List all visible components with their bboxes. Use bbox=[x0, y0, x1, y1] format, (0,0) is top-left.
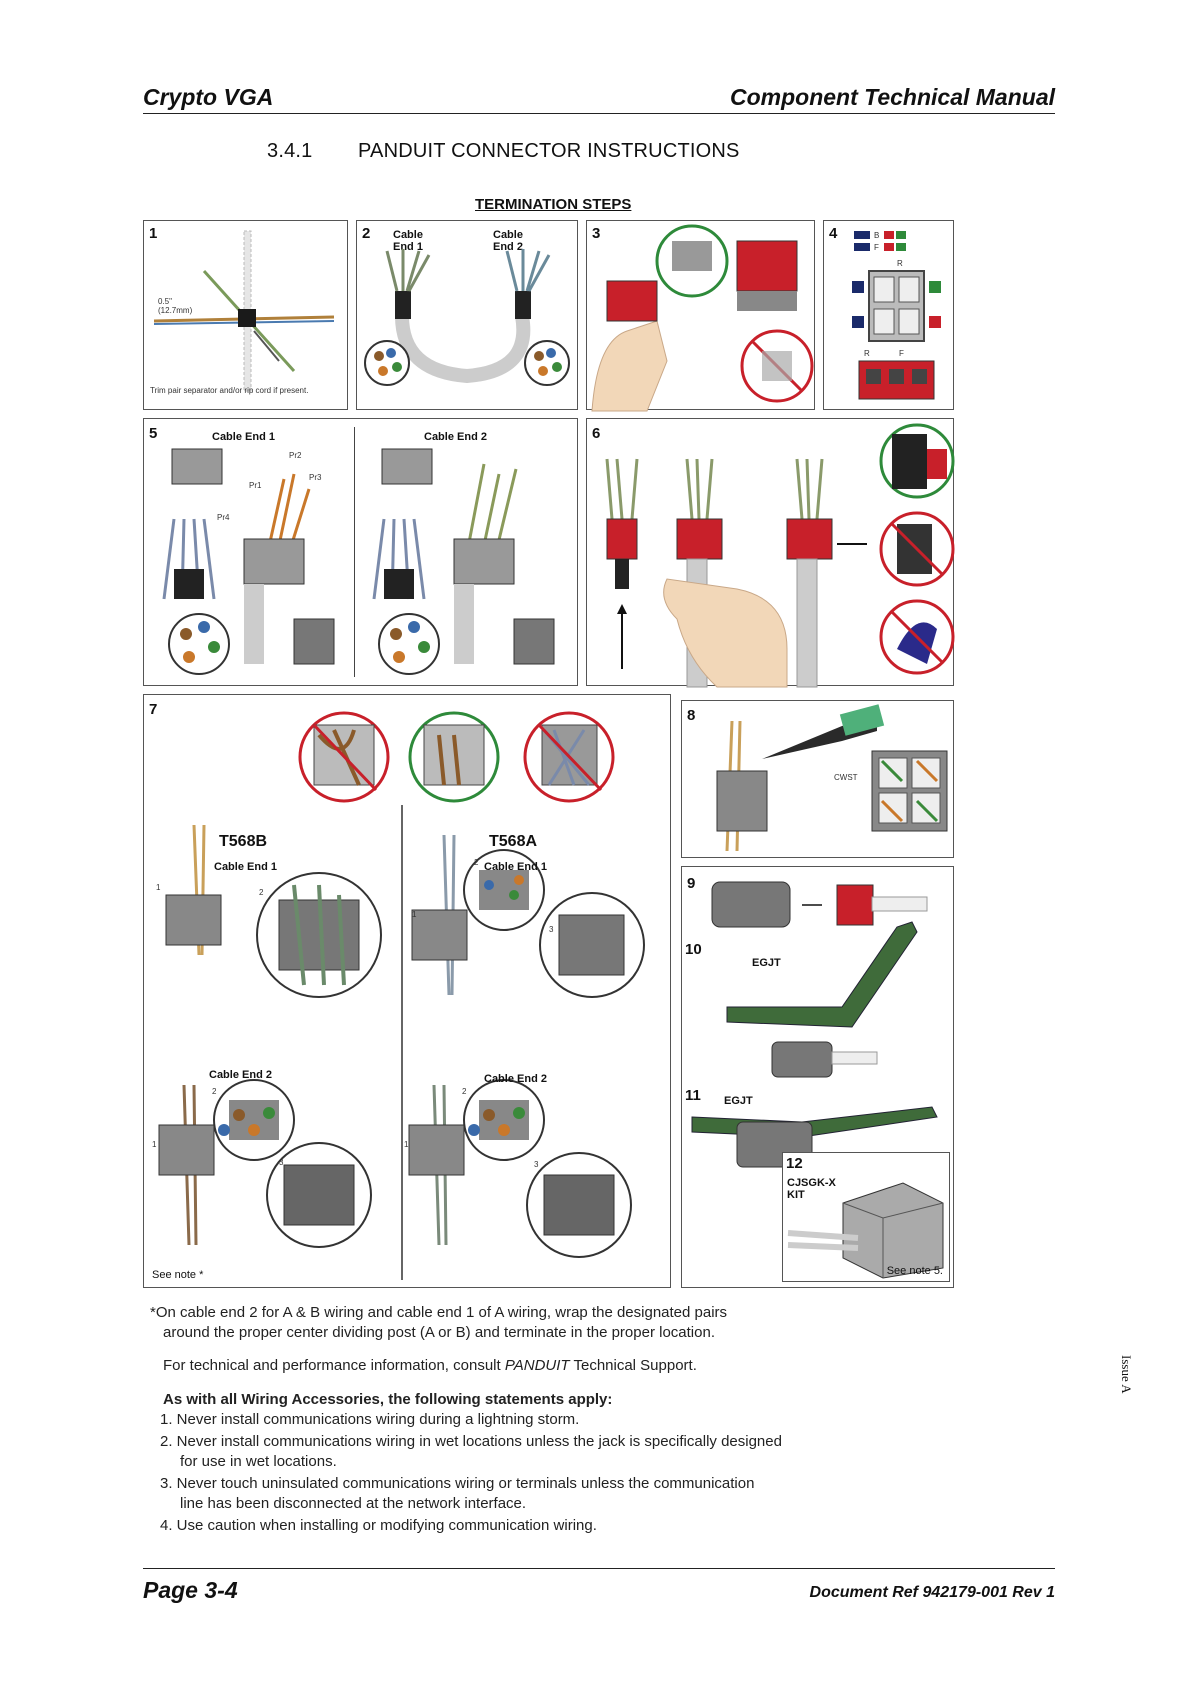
pair-label-pr1: Pr1 bbox=[249, 481, 262, 490]
step-number: 1 bbox=[149, 225, 158, 242]
statements-heading: As with all Wiring Accessories, the foll… bbox=[163, 1391, 613, 1408]
tech-support-suffix: Technical Support. bbox=[569, 1357, 697, 1374]
step-panel-9-12: 9 10 11 EGJT EGJT 12 CJSGK-X KIT See not… bbox=[681, 866, 954, 1288]
step-panel-5: 5 Cable End 1 Cable End 2 Pr2 Pr3 Pr1 Pr… bbox=[143, 418, 578, 686]
step-panel-12: 12 CJSGK-X KIT See note 5. bbox=[782, 1152, 950, 1282]
cable-end-2-label: Cable End 2 bbox=[424, 431, 487, 443]
figure-title: TERMINATION STEPS bbox=[475, 196, 632, 213]
statement-1: 1. Never install communications wiring d… bbox=[160, 1411, 580, 1428]
section-title: PANDUIT CONNECTOR INSTRUCTIONS bbox=[358, 140, 740, 162]
statement-3: 3. Never touch uninsulated communication… bbox=[160, 1475, 755, 1492]
step-panel-2: 2 Cable End 1 Cable End 2 bbox=[356, 220, 578, 410]
cwst-tool-label: CWST bbox=[834, 773, 858, 782]
step-number-10: 10 bbox=[685, 941, 702, 958]
pair-label-pr4: Pr4 bbox=[217, 513, 230, 522]
tech-support-brand: PANDUIT bbox=[504, 1357, 570, 1374]
step-number-11: 11 bbox=[685, 1087, 701, 1104]
statement-4: 4. Use caution when installing or modify… bbox=[160, 1517, 597, 1534]
label-f-bottom: F bbox=[899, 349, 904, 358]
pair-label-pr2: Pr2 bbox=[289, 451, 302, 460]
footer-document-ref: Document Ref 942179-001 Rev 1 bbox=[809, 1584, 1055, 1601]
label-b: B bbox=[874, 231, 880, 240]
b-cable-end-1-label: Cable End 1 bbox=[214, 861, 277, 873]
b2-step-2: 2 bbox=[212, 1087, 217, 1096]
statement-3-cont: line has been disconnected at the networ… bbox=[180, 1495, 527, 1512]
step-number: 3 bbox=[592, 225, 601, 242]
see-note-label: See note * bbox=[152, 1269, 204, 1281]
b-cable-end-2-label: Cable End 2 bbox=[209, 1069, 272, 1081]
step-number: 6 bbox=[592, 425, 601, 442]
egjt-tool-label-11: EGJT bbox=[724, 1095, 753, 1107]
step-number-9: 9 bbox=[687, 875, 696, 892]
trim-caption: Trim pair separator and/or rip cord if p… bbox=[150, 386, 309, 395]
step-number: 2 bbox=[362, 225, 371, 242]
step-panel-3: 3 bbox=[586, 220, 815, 412]
a1-step-2: 2 bbox=[474, 858, 479, 867]
tech-support-prefix: For technical and performance informatio… bbox=[163, 1357, 505, 1374]
tech-support-note: For technical and performance informatio… bbox=[163, 1356, 697, 1376]
a-cable-end-2-label: Cable End 2 bbox=[484, 1073, 547, 1085]
trim-wires-illustration bbox=[716, 704, 948, 852]
star-note-line-1: *On cable end 2 for A & B wiring and cab… bbox=[150, 1304, 728, 1321]
step-number: 5 bbox=[149, 425, 158, 442]
cable-end-1-label: Cable End 1 bbox=[212, 431, 275, 443]
trim-dimension: 0.5" (12.7mm) bbox=[158, 297, 193, 315]
label-r-bottom: R bbox=[864, 349, 870, 358]
a2-step-2: 2 bbox=[462, 1087, 467, 1096]
header-rule bbox=[143, 113, 1055, 114]
cable-end-2-label: Cable End 2 bbox=[493, 229, 523, 253]
a2-step-1: 1 bbox=[404, 1140, 409, 1149]
cable-end-1-label: Cable End 1 bbox=[393, 229, 423, 253]
a1-step-1: 1 bbox=[412, 910, 417, 919]
step-panel-7: 7 bbox=[143, 694, 671, 1288]
b1-step-1: 1 bbox=[156, 883, 161, 892]
pair-routing-illustration bbox=[162, 448, 555, 675]
step-number: 8 bbox=[687, 707, 696, 724]
a-cable-end-1-label: Cable End 1 bbox=[484, 861, 547, 873]
step-panel-4: 4 B F R R F bbox=[823, 220, 954, 410]
see-note-5-label: See note 5. bbox=[886, 1265, 943, 1277]
footer-page-number: Page 3-4 bbox=[143, 1577, 238, 1603]
label-r: R bbox=[897, 259, 903, 268]
cable-trim-illustration bbox=[153, 230, 335, 392]
statement-2-cont: for use in wet locations. bbox=[180, 1453, 337, 1470]
t568a-label: T568A bbox=[489, 833, 538, 850]
statement-2: 2. Never install communications wiring i… bbox=[160, 1433, 782, 1450]
header-right-title: Component Technical Manual bbox=[729, 84, 1055, 110]
section-number: 3.4.1 bbox=[267, 140, 313, 162]
panel-divider bbox=[354, 427, 355, 677]
step-number: 7 bbox=[149, 701, 158, 718]
star-note-line-2: around the proper center dividing post (… bbox=[163, 1324, 715, 1341]
b2-step-1: 1 bbox=[152, 1140, 157, 1149]
step-number: 4 bbox=[829, 225, 838, 242]
a2-step-3: 3 bbox=[534, 1160, 539, 1169]
issue-side-label: Issue A bbox=[1119, 1355, 1134, 1394]
footer-rule bbox=[143, 1568, 1055, 1569]
step-number-12: 12 bbox=[786, 1155, 803, 1172]
b2-step-3: 3 bbox=[279, 1158, 284, 1167]
a1-step-3: 3 bbox=[549, 925, 554, 934]
pair-label-pr3: Pr3 bbox=[309, 473, 322, 482]
cjsgk-kit-illustration bbox=[787, 1182, 944, 1279]
header-left-title: Crypto VGA bbox=[143, 84, 274, 110]
cable-ends-illustration bbox=[364, 249, 570, 386]
cap-seating-illustration bbox=[605, 423, 955, 688]
step-panel-6: 6 bbox=[586, 418, 955, 688]
b1-step-2: 2 bbox=[259, 888, 264, 897]
t568b-label: T568B bbox=[219, 833, 268, 850]
label-f: F bbox=[874, 243, 879, 252]
jack-insertion-illustration bbox=[591, 224, 814, 412]
kit-label: CJSGK-X KIT bbox=[787, 1177, 836, 1201]
jack-assembly-illustration bbox=[691, 881, 938, 1168]
step-panel-8: 8 CWST bbox=[681, 700, 954, 858]
step-panel-1: 1 0.5" (12.7mm) Trim pair separator and/… bbox=[143, 220, 348, 410]
jack-orientation-illustration bbox=[852, 231, 941, 400]
wiring-scheme-illustration bbox=[158, 711, 645, 1280]
egjt-tool-label-10: EGJT bbox=[752, 957, 781, 969]
